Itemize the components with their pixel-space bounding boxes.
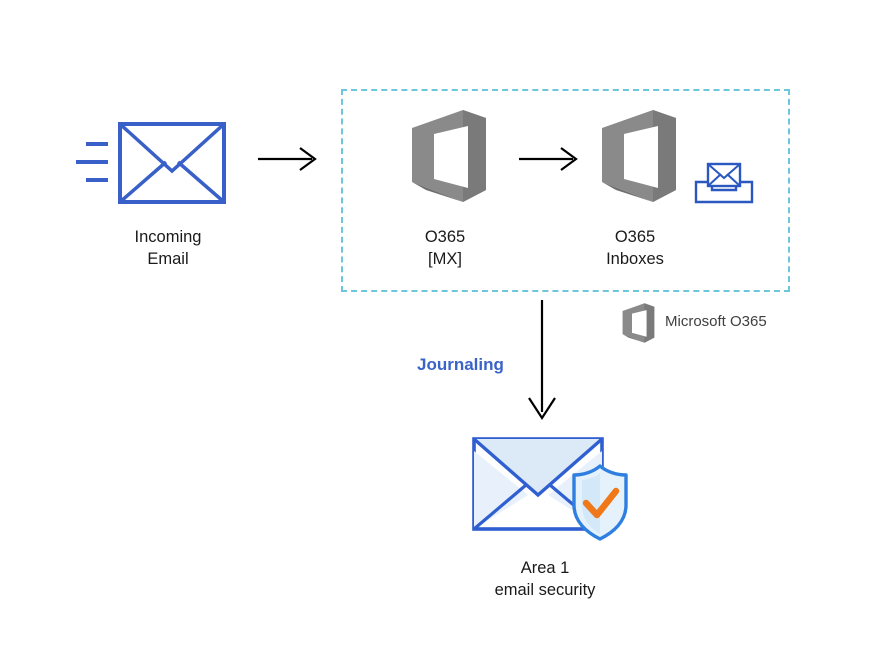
office365-logo-icon — [622, 303, 655, 343]
envelope-icon — [76, 122, 226, 204]
envelope-shield-check-icon — [472, 437, 628, 541]
area1-label: Area 1 email security — [494, 559, 596, 599]
arrow-mx-to-inboxes — [519, 146, 581, 172]
o365-inboxes-label: O365 Inboxes — [606, 228, 664, 268]
o365-inboxes-node — [596, 110, 680, 202]
incoming-email-node — [74, 118, 234, 218]
office365-logo-icon — [412, 110, 486, 202]
legend-o365-icon — [620, 303, 656, 343]
legend-label: Microsoft O365 — [665, 313, 767, 330]
motion-lines-icon — [76, 142, 108, 182]
inbox-tray-envelope-icon — [694, 160, 754, 204]
journaling-label: Journaling — [417, 355, 504, 374]
arrow-inboxes-to-area1 — [522, 300, 562, 422]
incoming-email-label: Incoming Email — [134, 228, 202, 268]
arrow-incoming-to-mx — [258, 146, 320, 172]
o365-boundary-box — [341, 89, 790, 292]
office365-logo-icon — [602, 110, 676, 202]
o365-mx-node — [406, 110, 490, 202]
o365-mx-label: O365 [MX] — [424, 228, 466, 268]
area1-node — [470, 433, 635, 543]
